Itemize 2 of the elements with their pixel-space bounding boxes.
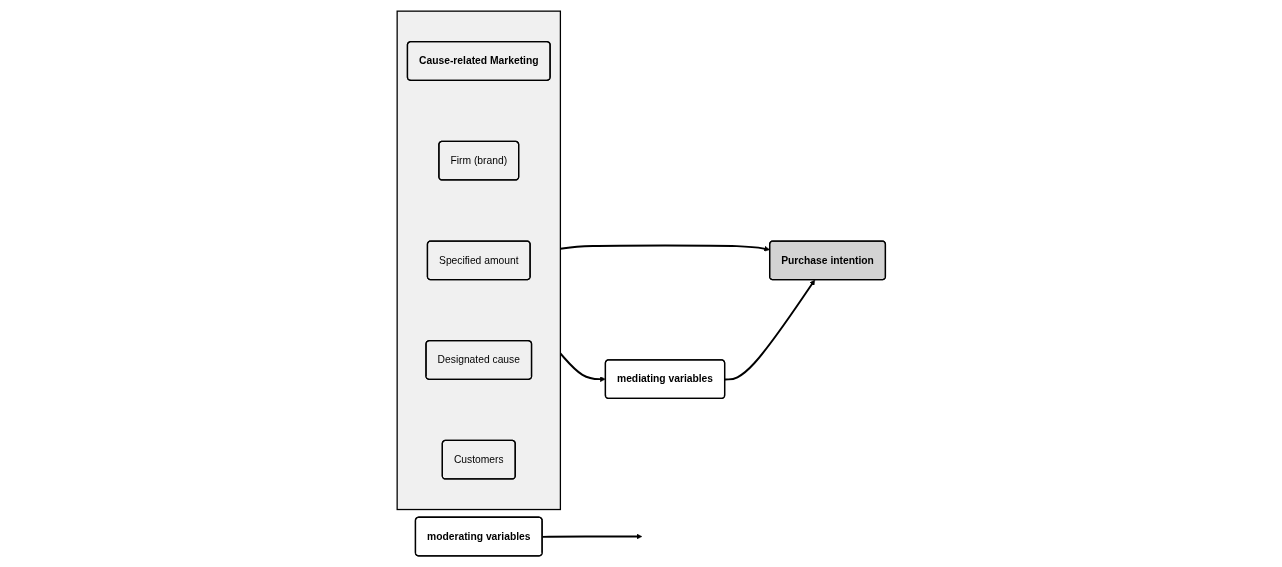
cluster bbox=[396, 10, 561, 511]
arrow bbox=[541, 533, 642, 540]
